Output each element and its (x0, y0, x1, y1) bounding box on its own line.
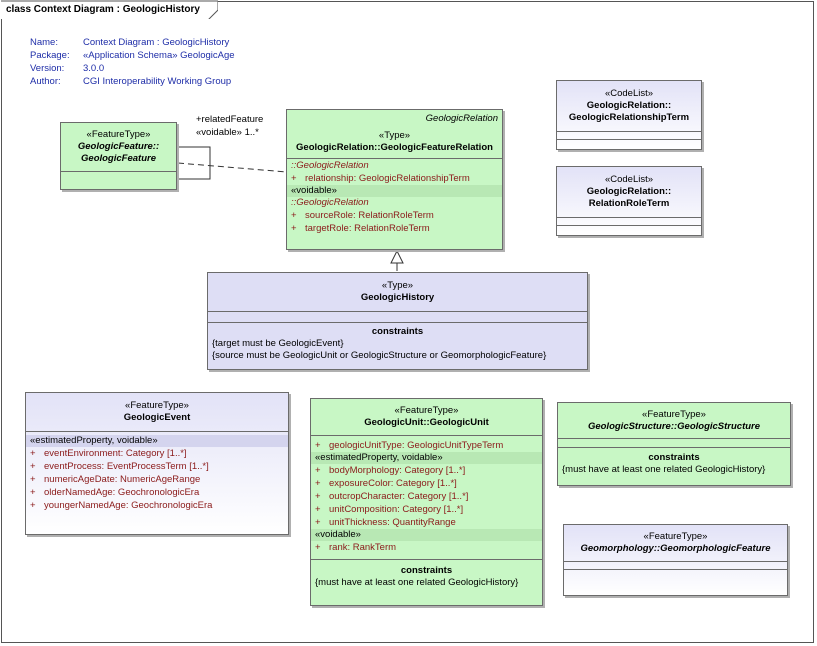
stereotype-label: «FeatureType» (394, 405, 459, 416)
class-name: GeologicStructure::GeologicStructure (587, 421, 761, 432)
stereotype-label: «CodeList» (604, 174, 654, 185)
class-geologic-feature[interactable]: «FeatureType» GeologicFeature:: Geologic… (60, 122, 177, 190)
stereotype-label: «FeatureType» (86, 129, 151, 140)
class-codelist-role-term[interactable]: «CodeList» GeologicRelation:: RelationRo… (556, 166, 702, 236)
attribute-group-estimated: «estimatedProperty, voidable» (26, 435, 288, 447)
constraint-text: {must have at least one related Geologic… (562, 464, 766, 475)
attribute-event-environment: +eventEnvironment: Category [1..*] (30, 448, 187, 459)
class-geologic-unit[interactable]: «FeatureType» GeologicUnit::GeologicUnit… (310, 398, 543, 606)
class-name: GeologicHistory (360, 292, 435, 303)
association-role-label: +relatedFeature (196, 114, 264, 125)
meta-key: Version: (30, 63, 65, 74)
attribute-unit-thickness: +unitThickness: QuantityRange (315, 517, 456, 528)
class-name: GeologicFeature (81, 153, 156, 164)
parent-class-label: GeologicRelation (425, 113, 498, 124)
class-name: GeologicRelation::GeologicFeatureRelatio… (296, 142, 493, 153)
class-name: GeologicRelation:: (586, 186, 672, 197)
attribute-exposure-color: +exposureColor: Category [1..*] (315, 478, 457, 489)
attribute-group-voidable: «voidable» (311, 529, 542, 541)
stereotype-label: «FeatureType» (643, 531, 708, 542)
class-name: RelationRoleTerm (588, 198, 670, 209)
constraints-title: constraints (648, 452, 700, 463)
meta-value: «Application Schema» GeologicAge (83, 50, 235, 61)
attribute-target-role: +targetRole: RelationRoleTerm (291, 223, 430, 234)
constraint-text: {source must be GeologicUnit or Geologic… (212, 350, 547, 361)
dependency-line (177, 162, 288, 173)
attribute-rank: +rank: RankTerm (315, 542, 397, 553)
inherited-owner-label: ::GeologicRelation (291, 197, 369, 208)
attribute-relationship: +relationship: GeologicRelationshipTerm (291, 173, 470, 184)
stereotype-label: «Type» (378, 130, 411, 141)
attribute-unit-composition: +unitComposition: Category [1..*] (315, 504, 464, 515)
self-association-line (178, 146, 211, 180)
attribute-younger-named-age: +youngerNamedAge: GeochronologicEra (30, 500, 213, 511)
constraint-text: {target must be GeologicEvent} (212, 338, 344, 349)
class-name: Geomorphology::GeomorphologicFeature (580, 543, 771, 554)
diagram-tab-title: class Context Diagram : GeologicHistory (6, 4, 200, 15)
class-geologic-history[interactable]: «Type» GeologicHistory constraints {targ… (207, 272, 588, 370)
meta-key: Name: (30, 37, 58, 48)
class-geologic-event[interactable]: «FeatureType» GeologicEvent «estimatedPr… (25, 392, 289, 535)
stereotype-label: «FeatureType» (642, 409, 706, 420)
attribute-group-voidable: «voidable» (287, 185, 502, 197)
diagram-tab (1, 0, 218, 19)
attribute-group-estimated: «estimatedProperty, voidable» (311, 452, 542, 464)
stereotype-label: «CodeList» (604, 88, 654, 99)
class-name: GeologicRelation:: (586, 100, 672, 111)
class-name: GeologicFeature:: (77, 141, 160, 152)
constraint-text: {must have at least one related Geologic… (315, 577, 519, 588)
meta-key: Package: (30, 50, 70, 61)
class-geologic-structure[interactable]: «FeatureType» GeologicStructure::Geologi… (557, 402, 791, 486)
class-geologic-feature-relation[interactable]: GeologicRelation «Type» GeologicRelation… (286, 109, 503, 250)
attribute-older-named-age: +olderNamedAge: GeochronologicEra (30, 487, 200, 498)
attribute-outcrop-character: +outcropCharacter: Category [1..*] (315, 491, 469, 502)
meta-value: 3.0.0 (83, 63, 105, 74)
stereotype-label: «Type» (381, 280, 414, 291)
attribute-numeric-age-date: +numericAgeDate: NumericAgeRange (30, 474, 201, 485)
class-name: GeologicUnit::GeologicUnit (364, 417, 489, 428)
class-geomorphologic-feature[interactable]: «FeatureType» Geomorphology::Geomorpholo… (563, 524, 788, 596)
class-name: GeologicRelationshipTerm (568, 112, 690, 123)
attribute-body-morphology: +bodyMorphology: Category [1..*] (315, 465, 466, 476)
constraints-title: constraints (400, 565, 453, 576)
meta-value: CGI Interoperability Working Group (83, 76, 232, 87)
diagram-metadata: Name: Context Diagram : GeologicHistory P… (30, 36, 235, 88)
attribute-event-process: +eventProcess: EventProcessTerm [1..*] (30, 461, 209, 472)
inherited-owner-label: ::GeologicRelation (291, 160, 369, 171)
stereotype-label: «FeatureType» (125, 400, 189, 411)
class-name: GeologicEvent (123, 412, 191, 423)
class-codelist-relationship-term[interactable]: «CodeList» GeologicRelation:: GeologicRe… (556, 80, 702, 150)
meta-key: Author: (30, 76, 61, 87)
generalization-arrowhead (390, 249, 404, 264)
attribute-source-role: +sourceRole: RelationRoleTerm (291, 210, 434, 221)
attribute-geologic-unit-type: +geologicUnitType: GeologicUnitTypeTerm (315, 440, 504, 451)
constraints-title: constraints (371, 326, 424, 337)
meta-value: Context Diagram : GeologicHistory (83, 37, 230, 48)
association-multiplicity-label: «voidable» 1..* (196, 127, 259, 138)
